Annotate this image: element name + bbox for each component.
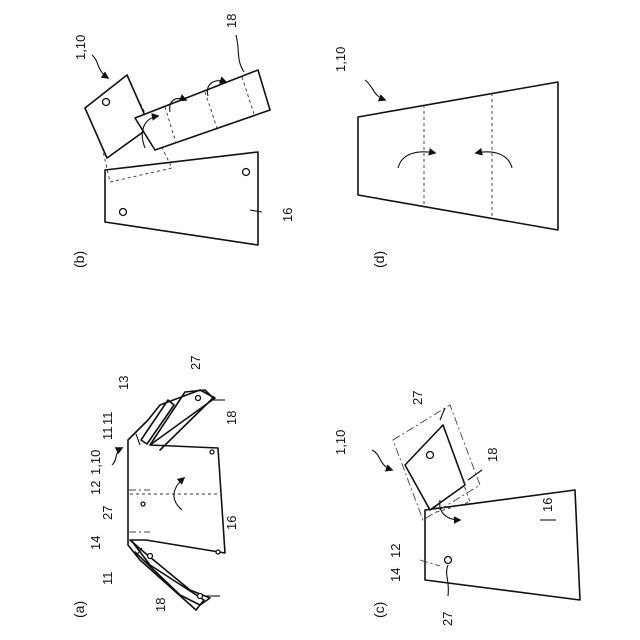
panel-b-body-16 [105,152,258,245]
label-1-10: 1,10 [88,450,103,475]
panel-d-folded-result [358,82,558,230]
label-18: 18 [224,14,239,28]
leader-line [468,470,482,480]
squiggle-leader-arrow-icon [92,55,108,78]
label-27: 27 [410,391,425,405]
label-18: 18 [485,448,500,462]
squiggle-leader-arrow-icon [365,80,385,100]
label-14: 14 [88,536,103,550]
label-18: 18 [224,411,239,425]
panel-c-caption: (c) [371,602,387,618]
hole-icon [196,396,201,401]
hole-icon [445,557,452,564]
label-12: 12 [88,481,103,495]
label-18: 18 [153,598,168,612]
squiggle-leader-arrow-icon [372,450,392,470]
panel-a-blank-outline [128,390,225,610]
label-13: 13 [116,376,131,390]
leader-line [440,408,445,420]
label-27: 27 [188,356,203,370]
panel-c: (c) 1,10 27 18 16 12 14 27 [333,391,580,626]
hole-icon [148,554,153,559]
label-16: 16 [224,516,239,530]
label-1-10: 1,10 [333,47,348,72]
label-11: 11 [100,572,115,586]
panel-a-caption: (a) [71,601,87,618]
leader-line [236,35,244,72]
hole-icon [120,209,127,216]
hole-icon [198,594,203,599]
label-12: 12 [388,544,403,558]
hole-icon [427,452,434,459]
panel-a: (a) 11 13 11 1,10 12 27 14 [71,356,239,618]
label-16: 16 [280,208,295,222]
panel-d-caption: (d) [371,251,387,268]
label-27: 27 [440,612,455,626]
squiggle-leader-arrow-icon [112,448,122,465]
hole-icon [141,502,145,506]
label-14: 14 [388,568,403,582]
hole-icon [103,99,110,106]
panel-b-caption: (b) [71,251,87,268]
label-11: 11 [100,427,115,441]
label-27: 27 [100,506,115,520]
panel-b: (b) 1,10 18 16 [71,14,295,268]
panel-d: (d) 1,10 [333,47,558,268]
label-16: 16 [540,498,555,512]
hole-icon [216,550,220,554]
panel-b-strip-18 [135,70,270,150]
hole-icon [210,450,214,454]
label-11: 11 [100,412,115,426]
hole-icon [243,169,250,176]
label-1-10: 1,10 [73,35,88,60]
label-1-10: 1,10 [333,430,348,455]
